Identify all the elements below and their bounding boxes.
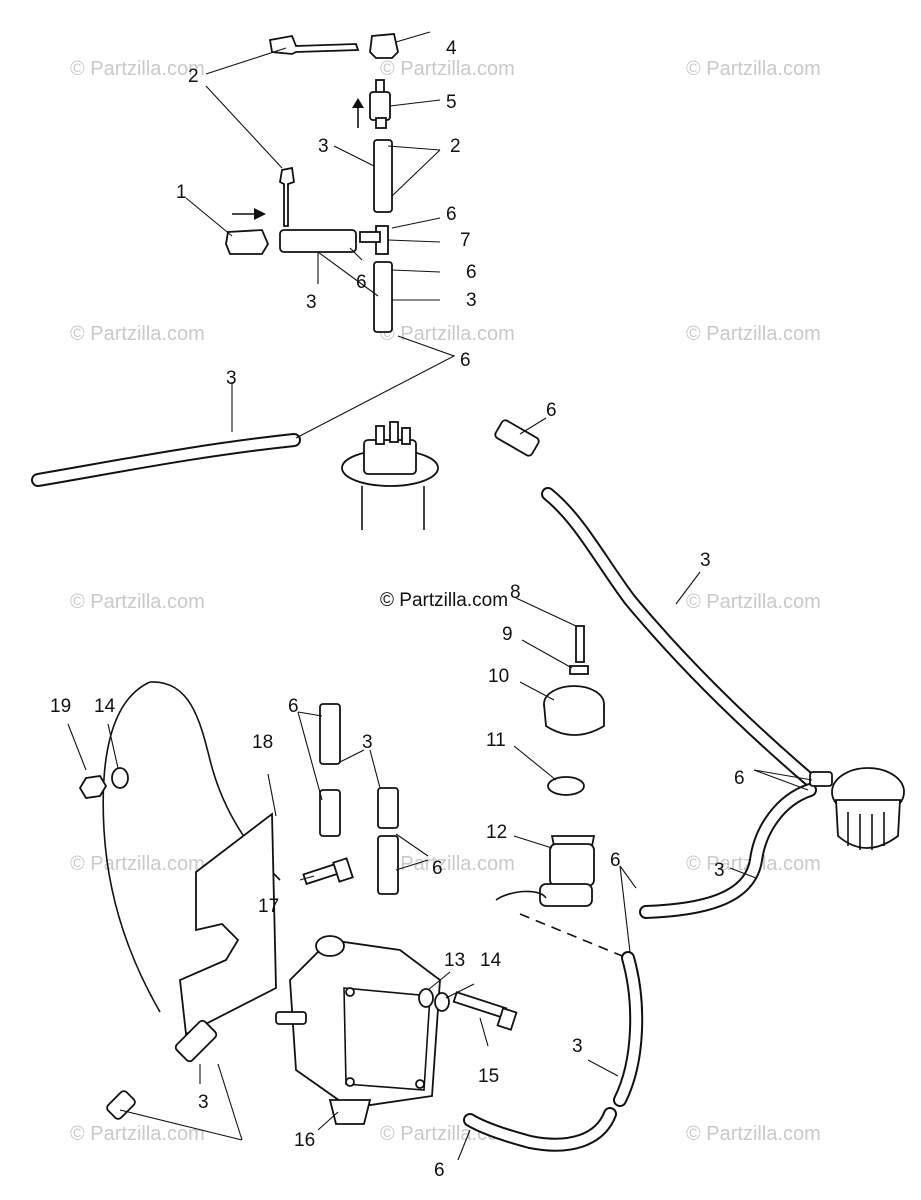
callout: 7	[460, 230, 471, 251]
callout: 6	[466, 262, 477, 283]
callout: 6	[288, 696, 299, 717]
fuel-sender	[341, 421, 439, 530]
callout: 18	[252, 732, 273, 753]
fuel-hose	[279, 229, 357, 253]
callout: 10	[488, 666, 509, 687]
callout: 6	[610, 850, 621, 871]
callout: 3	[700, 550, 711, 571]
upper-fitting-assembly	[225, 33, 399, 333]
callout: 3	[226, 368, 237, 389]
watermark: © Partzilla.com	[686, 58, 821, 80]
watermark: © Partzilla.com	[70, 58, 205, 80]
hose-clamp	[279, 166, 295, 227]
mounting-bracket	[179, 812, 277, 1036]
callout: 6	[734, 768, 745, 789]
callout: 9	[502, 624, 513, 645]
watermark: © Partzilla.com	[686, 1123, 821, 1145]
callout: 3	[318, 136, 329, 157]
callout: 13	[444, 950, 465, 971]
watermark: © Partzilla.com	[380, 58, 515, 80]
fuel-hose	[373, 261, 393, 333]
hose-lower	[463, 951, 644, 1152]
callout: 6	[356, 272, 367, 293]
cap-assembly	[495, 625, 605, 907]
watermark: © Partzilla.com	[70, 1123, 205, 1145]
flow-arrow	[352, 98, 364, 108]
watermark: © Partzilla.com	[70, 323, 205, 345]
leader-lines	[67, 31, 813, 1161]
watermark: © Partzilla.com	[70, 853, 205, 875]
callout: 17	[258, 896, 279, 917]
callout: 3	[714, 860, 725, 881]
watermark: © Partzilla.com	[380, 323, 515, 345]
callout: 6	[546, 400, 557, 421]
check-valve	[369, 91, 391, 121]
watermark: © Partzilla.com	[686, 323, 821, 345]
callout: 3	[466, 290, 477, 311]
fasteners	[78, 767, 518, 1031]
cap	[369, 33, 399, 59]
hose-fittings	[106, 703, 399, 1120]
callout: 14	[94, 696, 116, 717]
callout: 3	[198, 1092, 209, 1113]
inlet-fitting	[225, 229, 270, 255]
check-valve	[375, 117, 387, 129]
callout: 3	[362, 732, 373, 753]
callout: 5	[446, 92, 457, 113]
callout: 2	[450, 136, 461, 157]
watermark: © Partzilla.com	[380, 853, 515, 875]
copyright-notice: © Partzilla.com	[380, 590, 508, 611]
fuel-hose	[373, 139, 393, 213]
hose-left	[31, 433, 301, 487]
callout: 6	[432, 858, 443, 879]
watermark: © Partzilla.com	[70, 591, 205, 613]
callout: 16	[294, 1130, 315, 1151]
hose-right	[494, 419, 817, 919]
callout: 4	[446, 38, 457, 59]
callout: 6	[446, 204, 457, 225]
hose-clamp	[268, 34, 360, 55]
callout: 15	[478, 1066, 499, 1087]
callout: 6	[434, 1160, 445, 1181]
callout: 12	[486, 822, 507, 843]
frame-outline	[102, 681, 161, 1013]
callout: 2	[188, 66, 199, 87]
callout: 14	[480, 950, 502, 971]
callout: 3	[306, 292, 317, 313]
callout: 3	[572, 1036, 583, 1057]
callout: 1	[176, 182, 187, 203]
fuel-filter	[809, 767, 905, 850]
tee-fitting	[359, 231, 381, 243]
callout-labels: 1 2 3 3 3 3 3 3 3 3 3 2 4 5 6 6 6 6 6 6 …	[50, 38, 745, 1181]
callout: 6	[460, 350, 471, 371]
callout: 19	[50, 696, 71, 717]
watermark: © Partzilla.com	[686, 591, 821, 613]
callout: 8	[510, 582, 521, 603]
watermarks: © Partzilla.com © Partzilla.com © Partzi…	[70, 58, 821, 1145]
fuel-pump	[275, 935, 441, 1125]
callout: 11	[486, 730, 506, 751]
flow-arrow	[254, 208, 266, 220]
routing-line	[519, 913, 633, 961]
